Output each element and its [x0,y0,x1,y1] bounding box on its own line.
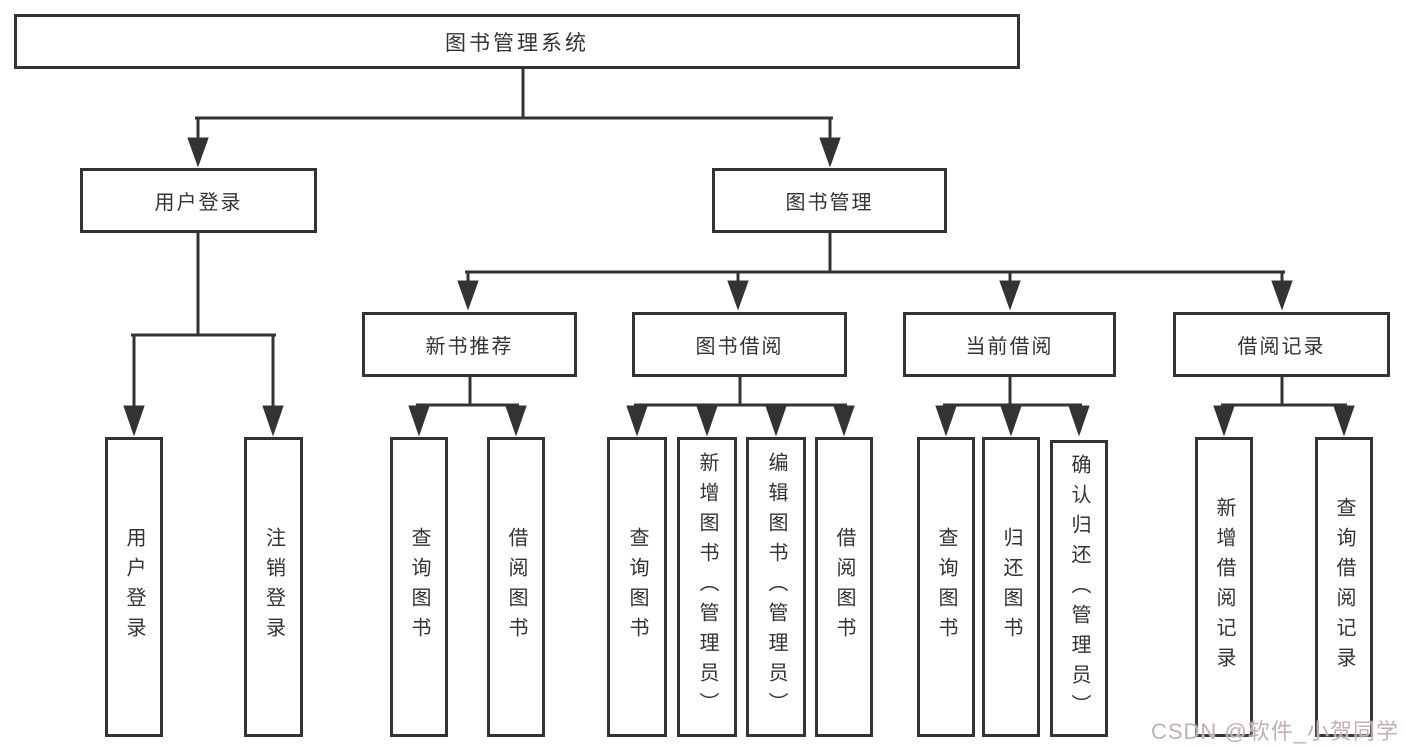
node-label: 用户登录 [123,527,145,647]
node-label: 图书管理系统 [445,31,589,55]
node-label: 查询图书 [626,527,648,647]
leaf-logout: 注销登录 [244,437,303,737]
leaf-borrow-books: 借阅图书 [815,437,873,737]
leaf-user-login: 用户登录 [105,437,163,737]
node-label: 编辑图书（管理员） [765,452,787,722]
node-label: 借阅记录 [1237,336,1326,358]
node-label: 新书推荐 [425,336,514,358]
node-label: 新增借阅记录 [1213,497,1235,677]
node-label: 图书借阅 [695,336,784,358]
node-label: 新增图书（管理员） [696,452,718,722]
node-label: 归还图书 [1000,527,1022,647]
leaf-borrow-books-recommend: 借阅图书 [487,437,545,737]
connector-root-to-level2 [187,67,841,168]
leaf-search-borrow-record: 查询借阅记录 [1315,437,1373,737]
node-borrowing-records: 借阅记录 [1173,312,1390,377]
node-label: 注销登录 [262,527,285,647]
node-label: 查询图书 [935,527,957,647]
node-label: 用户登录 [154,192,243,214]
connector-borrowing-to-leaves [626,375,855,437]
csdn-watermark: CSDN @软件_小贺同学 [1150,719,1399,744]
leaf-add-borrow-record: 新增借阅记录 [1195,437,1253,737]
connector-bookmgmt-to-level3 [457,231,1293,311]
node-label: 确认归还（管理员） [1068,453,1090,724]
node-label: 借阅图书 [833,527,855,647]
node-label: 借阅图书 [505,527,527,647]
node-book-borrowing: 图书借阅 [632,312,847,377]
connector-records-to-leaves [1213,375,1355,437]
node-current-borrowing: 当前借阅 [903,312,1116,377]
node-label: 图书管理 [785,192,874,214]
node-library-system: 图书管理系统 [14,14,1020,69]
leaf-add-books-admin: 新增图书（管理员） [677,437,737,737]
node-label: 当前借阅 [965,336,1054,358]
leaf-search-books-borrowing: 查询图书 [607,437,667,737]
node-label: 查询借阅记录 [1333,497,1355,677]
connector-current-to-leaves [935,375,1090,437]
node-new-book-recommend: 新书推荐 [362,312,577,377]
leaf-edit-books-admin: 编辑图书（管理员） [746,437,806,737]
node-book-management: 图书管理 [712,168,947,233]
leaf-return-books: 归还图书 [982,437,1040,737]
connector-newbook-to-leaves [408,375,527,437]
leaf-confirm-return-admin: 确认归还（管理员） [1050,440,1108,737]
connector-userlogin-to-leaves [123,231,284,437]
node-user-login: 用户登录 [80,168,317,233]
leaf-search-books-recommend: 查询图书 [390,437,448,737]
node-label: 查询图书 [408,527,430,647]
leaf-search-books-current: 查询图书 [917,437,975,737]
